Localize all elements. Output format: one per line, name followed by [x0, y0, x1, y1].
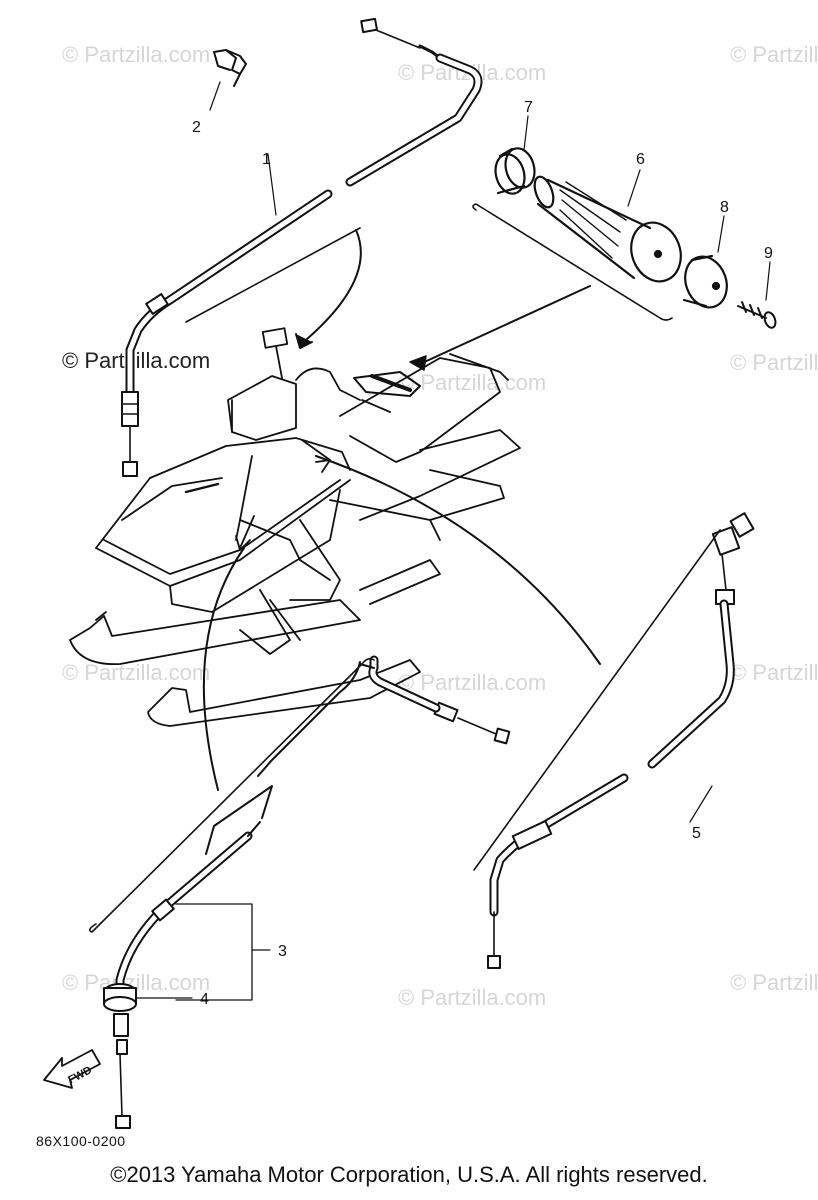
part-6-grip: [533, 175, 682, 283]
callout-4: 4: [200, 991, 209, 1008]
callout-6: 6: [636, 151, 645, 168]
snowmobile-body: [69, 327, 521, 727]
pointer-1: [299, 229, 362, 346]
watermark: © Partzilla.com: [62, 660, 210, 685]
bracket-5: [473, 529, 721, 871]
forward-arrow-icon: [43, 1049, 101, 1089]
watermarks: © Partzilla.com © Partzilla.com © Partzi…: [62, 42, 818, 1010]
part-7-collar: [494, 147, 536, 195]
drawing-code: 86X100-0200: [36, 1133, 126, 1149]
callout-7: 7: [524, 99, 533, 116]
leader-8: [717, 215, 725, 253]
part-3-cable: [103, 655, 511, 1129]
leader-7: [523, 115, 529, 151]
callout-2: 2: [192, 119, 201, 136]
leader-9: [765, 261, 771, 301]
bracket-3: [88, 657, 375, 933]
part-9-screw: [737, 301, 777, 329]
callout-1: 1: [262, 151, 271, 168]
watermark-dark: © Partzilla.com: [62, 348, 210, 373]
callout-8: 8: [720, 199, 729, 216]
watermark: © Partzilla.com: [398, 370, 546, 395]
break-3: [205, 785, 273, 855]
copyright-notice: ©2013 Yamaha Motor Corporation, U.S.A. A…: [110, 1162, 708, 1187]
part-2-clamp: [213, 49, 247, 87]
bracket-1: [185, 227, 361, 323]
watermark: © Partzilla.com: [730, 660, 818, 685]
part-1-cable: [121, 17, 483, 477]
callout-3: 3: [278, 943, 287, 960]
watermark: © Partzilla.com: [730, 42, 818, 67]
leader-6: [627, 169, 641, 207]
watermark: © Partzilla.com: [62, 42, 210, 67]
pointer-3: [202, 547, 245, 791]
watermark: © Partzilla.com: [730, 350, 818, 375]
part-5-cable: [487, 512, 755, 969]
watermark: © Partzilla.com: [398, 985, 546, 1010]
leader-1: [267, 153, 277, 216]
leader-2: [209, 81, 221, 111]
watermark: © Partzilla.com: [398, 670, 546, 695]
callouts: 1 2 3 4 5 6 7 8 9: [192, 99, 773, 1008]
bracket-grip: [472, 203, 673, 321]
callout-9: 9: [764, 245, 773, 262]
pointer-5: [315, 455, 601, 665]
watermark: © Partzilla.com: [730, 970, 818, 995]
leader-3-bracket: [175, 903, 253, 1001]
callout-5: 5: [692, 825, 701, 842]
pointer-grip: [419, 285, 591, 365]
part-8-cap: [682, 254, 728, 309]
leader-5: [689, 785, 713, 823]
